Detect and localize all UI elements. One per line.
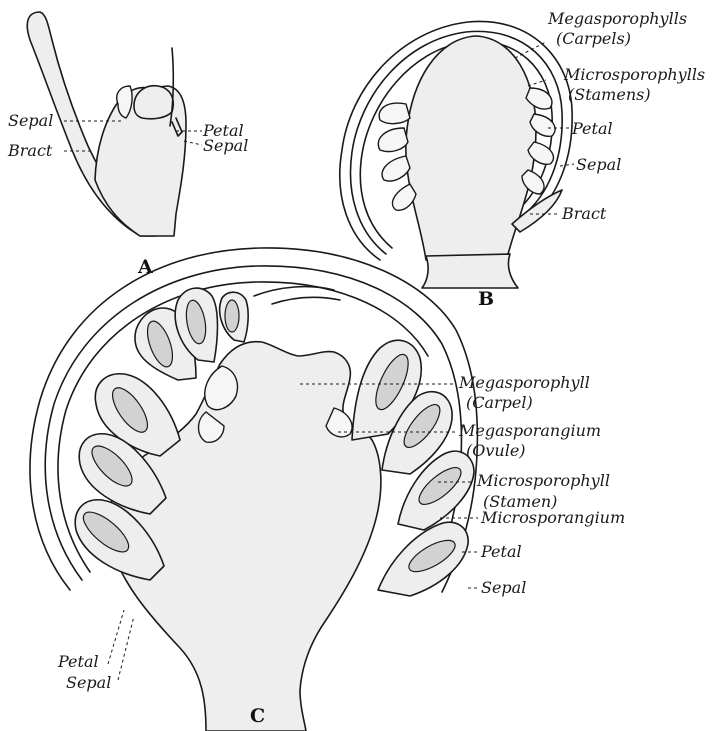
panel-c-label-sepal-right: Sepal — [481, 578, 526, 597]
panel-b-label-stamens: (Stamens) — [568, 85, 651, 104]
panel-b-label-petal: Petal — [571, 119, 613, 138]
panel-a-label-sepal-left: Sepal — [8, 111, 53, 130]
panel-b-letter: B — [478, 288, 494, 310]
panel-c-label-petal-right: Petal — [480, 542, 522, 561]
panel-a-label-bract: Bract — [7, 141, 53, 160]
panel-c-label-carpel: (Carpel) — [466, 393, 533, 412]
panel-c-label-megasporangium: Megasporangium — [458, 421, 601, 440]
panel-c-label-microsporophyll: Microsporophyll — [476, 471, 610, 490]
panel-b-label-sepal: Sepal — [576, 155, 621, 174]
panel-c-label-microsporangium: Microsporangium — [480, 508, 625, 527]
panel-b-label-megasporophylls: Megasporophylls — [547, 9, 687, 28]
panel-b-label-carpels: (Carpels) — [556, 29, 631, 48]
panel-c-label-petal-left: Petal — [57, 652, 99, 671]
panel-b-stem — [422, 254, 518, 288]
panel-b-label-bract: Bract — [561, 204, 607, 223]
panel-c-letter: C — [250, 705, 265, 727]
panel-c-label-ovule: (Ovule) — [466, 441, 526, 460]
panel-a-apex — [134, 86, 173, 119]
panel-b-label-microsporophylls: Microsporophylls — [563, 65, 705, 84]
panel-c-label-sepal-left: Sepal — [66, 673, 111, 692]
panel-c-label-megasporophyll: Megasporophyll — [458, 373, 590, 392]
panel-a-drawing — [27, 12, 202, 236]
panel-a-label-sepal-right: Sepal — [203, 136, 248, 155]
panel-b-drawing — [340, 21, 574, 288]
